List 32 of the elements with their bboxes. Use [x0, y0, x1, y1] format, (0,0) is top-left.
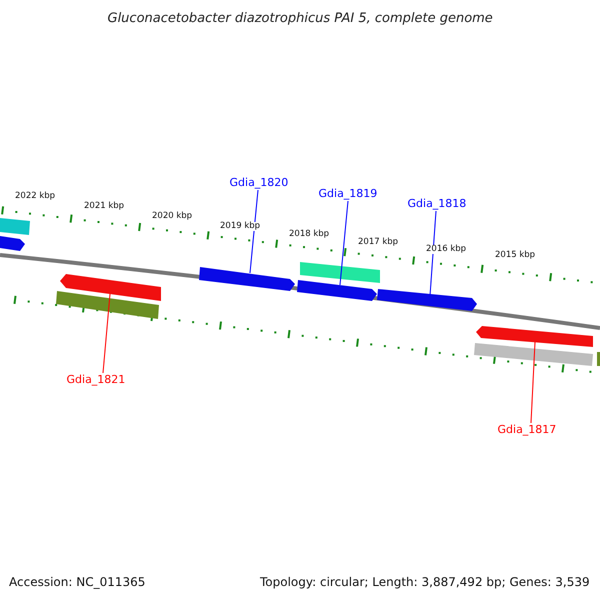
gene-feature: [199, 267, 295, 291]
gene-feature: [0, 236, 25, 251]
leader-line: [340, 200, 348, 286]
scale-label: 2016 kbp: [426, 245, 466, 254]
leader-line: [250, 190, 258, 274]
scale-label: 2018 kbp: [289, 230, 330, 238]
scale-label: 2019 kbp: [220, 222, 260, 230]
leader-line: [102, 294, 110, 374]
title: Gluconacetobacter diazotrophicus PAI 5, complete genome: [108, 12, 493, 25]
scale-label: 2021 kbp: [84, 202, 124, 210]
gene-label: Gdia_1819: [318, 188, 378, 199]
scale-label: 2020 kbp: [152, 212, 192, 220]
gene-block: [300, 262, 380, 283]
accession-label: Accession: NC_011365: [9, 576, 146, 588]
gene-block: [0, 218, 30, 235]
gene-block: [474, 343, 593, 366]
scale-label: 2017 kbp: [358, 238, 398, 246]
gene-block: [597, 352, 600, 366]
genome-info-label: Topology: circular; Length: 3,887,492 bp; Genes: 3,539: [260, 576, 590, 588]
scale-label: 2015 kbp: [495, 251, 536, 260]
gene-feature: [377, 289, 477, 311]
gene-feature: [60, 274, 161, 301]
gene-feature: [297, 280, 377, 301]
gene-label: Gdia_1821: [66, 374, 126, 385]
gene-label: Gdia_1817: [498, 424, 556, 435]
gene-feature: [476, 326, 593, 347]
gene-block: [56, 291, 159, 319]
leader-line: [530, 342, 536, 424]
leader-line: [430, 210, 436, 296]
scale-label: 2022 kbp: [15, 192, 56, 200]
gene-label: Gdia_1818: [408, 198, 466, 209]
gene-label: Gdia_1820: [230, 177, 288, 188]
